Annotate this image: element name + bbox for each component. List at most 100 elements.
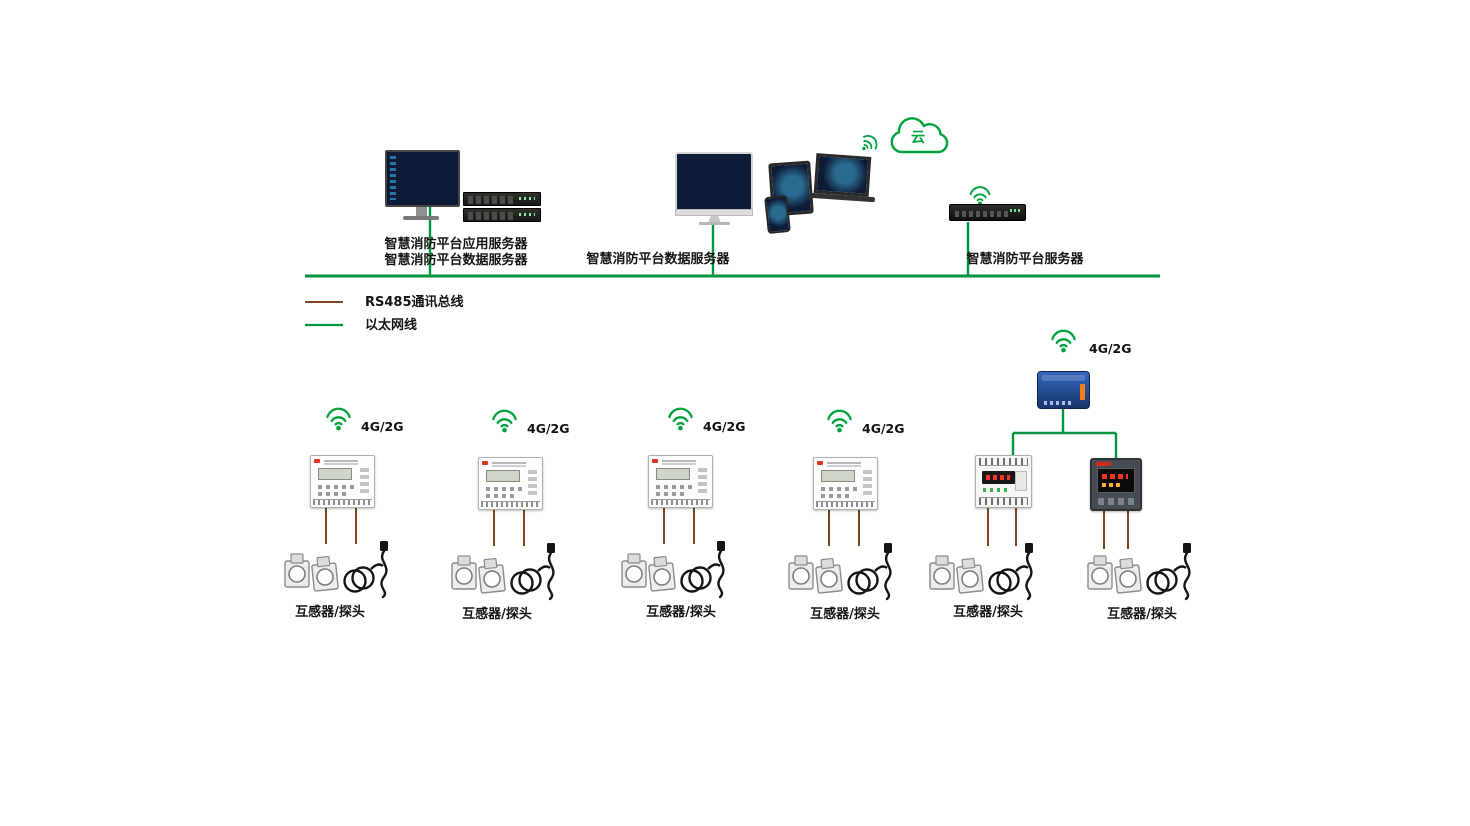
ct-label-2: 互感器/探头	[462, 607, 532, 622]
platform-server-switch	[949, 204, 1026, 221]
monitoring-device-3	[648, 455, 713, 508]
device4-4g-label: 4G/2G	[862, 421, 905, 436]
device-header	[827, 462, 861, 464]
device-buttons	[318, 485, 354, 489]
ct-probe-cluster	[1086, 541, 1206, 601]
laptop-screen	[813, 153, 872, 197]
device-header	[492, 462, 526, 464]
ct-probe-cluster	[283, 539, 403, 599]
meter-terminals-bottom	[979, 497, 1028, 505]
device-lcd	[821, 470, 855, 482]
app-server-label-line2: 智慧消防平台数据服务器	[384, 252, 528, 268]
wifi-icon	[489, 406, 520, 433]
imac-base	[699, 222, 730, 225]
device-terminals	[816, 501, 875, 507]
meter-terminals-top	[979, 458, 1028, 466]
device-connector	[360, 468, 369, 496]
gateway-device	[1037, 371, 1090, 409]
meter-display	[982, 471, 1015, 484]
wifi-icon	[1048, 326, 1079, 353]
monitor-stand	[416, 207, 427, 216]
ct-label-4: 互感器/探头	[810, 607, 880, 622]
gateway-ports	[1044, 401, 1074, 405]
monitoring-device-4	[813, 457, 878, 510]
device-connector	[863, 470, 872, 498]
ct-label-5: 互感器/探头	[953, 605, 1023, 620]
ct-label-3: 互感器/探头	[646, 605, 716, 620]
device-header	[324, 460, 358, 462]
alarm-led	[482, 461, 488, 465]
device-terminals	[481, 501, 540, 507]
meter-digits-secondary	[1102, 483, 1122, 487]
monitoring-device-2	[478, 457, 543, 510]
app-server-monitor	[385, 150, 460, 207]
server-leds	[519, 213, 535, 216]
device-buttons	[486, 494, 514, 498]
alarm-led	[817, 461, 823, 465]
monitoring-device-1	[310, 455, 375, 508]
server-vents	[468, 196, 514, 204]
app-server-label-line1: 智慧消防平台应用服务器	[384, 237, 528, 252]
device-lcd	[318, 468, 352, 480]
rack-server-2	[463, 208, 541, 222]
panel-meter	[1090, 458, 1142, 511]
imac-stand	[708, 216, 721, 223]
device-buttons	[821, 487, 857, 491]
legend-ethernet-label: 以太网线	[365, 318, 418, 333]
device-buttons	[821, 494, 849, 498]
meter-digits	[986, 475, 1010, 480]
cloud-label: 云	[911, 130, 925, 146]
switch-leds	[1010, 209, 1020, 212]
rack-server-1	[463, 192, 541, 206]
gateway-antenna-port	[1080, 384, 1085, 400]
gateway-top-panel	[1042, 375, 1085, 381]
dashboard-sidebar-graphic	[390, 156, 396, 200]
wifi-icon	[854, 128, 884, 158]
device-buttons	[656, 485, 692, 489]
wifi-icon	[967, 183, 993, 206]
data-server-monitor	[675, 152, 753, 209]
device-buttons	[486, 487, 522, 491]
device2-4g-label: 4G/2G	[527, 421, 570, 436]
switch-ports	[955, 211, 1009, 217]
device-lcd	[486, 470, 520, 482]
device3-4g-label: 4G/2G	[703, 419, 746, 434]
ct-probe-cluster	[928, 541, 1048, 601]
device-lcd	[656, 468, 690, 480]
imac-chin	[675, 209, 753, 216]
alarm-led	[652, 459, 658, 463]
device-connector	[698, 468, 707, 496]
legend-rs485-label: RS485通讯总线	[365, 295, 464, 310]
wifi-icon	[824, 406, 855, 433]
device-header	[662, 460, 696, 462]
monitor-base	[403, 216, 439, 220]
device-buttons	[656, 492, 684, 496]
device1-4g-label: 4G/2G	[361, 419, 404, 434]
device-buttons	[318, 492, 346, 496]
phone-device	[764, 194, 791, 235]
app-server-label: 智慧消防平台应用服务器 智慧消防平台数据服务器	[370, 237, 542, 268]
meter-digits	[1102, 474, 1128, 479]
device-terminals	[651, 499, 710, 505]
wifi-icon	[665, 404, 696, 431]
device-connector	[528, 470, 537, 498]
device-terminals	[313, 499, 372, 505]
server-leds	[519, 197, 535, 200]
meter-relay-block	[1015, 471, 1027, 491]
wifi-icon	[323, 404, 354, 431]
meter-display	[1097, 468, 1135, 493]
ct-label-1: 互感器/探头	[295, 605, 365, 620]
din-rail-meter	[975, 455, 1032, 508]
alarm-led	[314, 459, 320, 463]
meter-brand-logo	[1096, 462, 1111, 466]
ct-probe-cluster	[450, 541, 570, 601]
server-vents	[468, 212, 514, 220]
gateway-4g-label: 4G/2G	[1089, 341, 1132, 356]
ct-probe-cluster	[787, 541, 907, 601]
data-server-label: 智慧消防平台数据服务器	[586, 252, 730, 267]
ct-label-6: 互感器/探头	[1107, 607, 1177, 622]
cloud-icon	[890, 117, 949, 154]
meter-leds	[983, 488, 1009, 492]
